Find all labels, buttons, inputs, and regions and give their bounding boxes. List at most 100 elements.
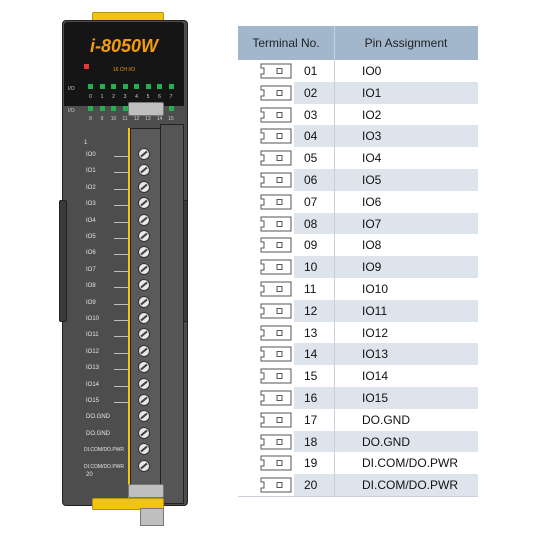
led-channel-number: 2 [112, 94, 115, 100]
channel-led-top [122, 84, 128, 89]
terminal-number: 07 [304, 194, 318, 209]
led-channel-number: 9 [100, 116, 104, 122]
terminal-cell: 01 [238, 60, 334, 82]
channel-led-bottom [168, 106, 174, 111]
led-channel-number: 5 [146, 94, 150, 100]
pin-cell: IO7 [334, 212, 478, 235]
terminal-connector-icon [260, 434, 292, 450]
led-channel-number: 6 [158, 94, 161, 100]
terminal-screw[interactable] [138, 328, 150, 341]
terminal-connector-icon [260, 390, 292, 406]
terminal-number: 10 [304, 260, 318, 275]
pin-label-tick [114, 402, 128, 403]
terminal-number: 19 [304, 456, 318, 471]
pin-label-tick [114, 320, 128, 321]
device-pin-label: IO12 [86, 348, 100, 355]
terminal-screw[interactable] [138, 426, 150, 439]
terminal-screw[interactable] [138, 295, 150, 308]
terminal-cell: 14 [238, 343, 334, 366]
table-row: 03 IO2 [238, 103, 478, 126]
led-channel-number: 7 [169, 94, 173, 100]
terminal-screw[interactable] [138, 394, 150, 406]
terminal-connector-icon [260, 150, 292, 166]
terminal-number: 06 [304, 173, 318, 187]
model-name: i-8050W [89, 36, 159, 56]
terminal-screw[interactable] [138, 377, 150, 390]
led-channel-number: 10 [110, 116, 117, 122]
pin-cell: DI.COM/DO.PWR [334, 452, 478, 475]
terminal-screw[interactable] [138, 361, 150, 374]
terminal-screw[interactable] [138, 262, 150, 275]
pin-cell: IO12 [334, 321, 478, 344]
table-row: 14 IO13 [238, 343, 478, 366]
pin-assignment: IO4 [362, 151, 382, 166]
terminal-cell: 09 [238, 234, 334, 257]
terminal-connector-icon [260, 237, 292, 253]
led-channel-number: 0 [89, 94, 92, 100]
pin-label-tick [114, 172, 128, 174]
pin-assignment: IO11 [362, 303, 388, 318]
bottom-terminal-latch [128, 484, 164, 498]
table-row: 19 DI.COM/DO.PWR [238, 452, 478, 475]
device-pin-label: IO5 [86, 234, 96, 240]
pin-assignment: DI.COM/DO.PWR [362, 456, 458, 471]
terminal-screw[interactable] [138, 246, 150, 259]
pin-assignment: IO2 [362, 107, 382, 122]
terminal-cell: 08 [238, 212, 334, 235]
pin-assignment: IO13 [362, 347, 389, 362]
table-row: 09 IO8 [238, 234, 478, 257]
terminal-screw[interactable] [138, 197, 150, 210]
pin-cell: IO2 [334, 103, 478, 126]
terminal-screw[interactable] [138, 312, 150, 324]
device-pin-label: IO7 [86, 266, 96, 273]
terminal-screw[interactable] [138, 180, 150, 193]
pin-cell: IO11 [334, 299, 478, 322]
terminal-connector-icon [260, 412, 292, 428]
terminal-number: 05 [304, 151, 318, 166]
last-pin-marker: 20 [86, 471, 93, 478]
pin-label-tick [114, 385, 128, 387]
terminal-screw[interactable] [138, 230, 150, 242]
terminal-number: 02 [304, 85, 318, 100]
led-channel-number: 4 [135, 94, 138, 100]
terminal-screw[interactable] [138, 344, 150, 357]
device-pin-label: IO2 [86, 184, 96, 191]
pin-assignment: IO15 [362, 391, 389, 405]
terminal-cell: 11 [238, 278, 334, 300]
terminal-connector-icon [260, 172, 292, 188]
terminal-screw[interactable] [138, 164, 150, 177]
pin-label-tick [114, 188, 128, 190]
row-divider [238, 496, 478, 497]
pin-cell: IO6 [334, 190, 478, 213]
terminal-number: 03 [304, 107, 318, 122]
channel-led-top [111, 84, 116, 89]
pin-assignment: IO7 [362, 216, 382, 231]
channel-subtitle: 16 CH I/O [112, 67, 136, 73]
terminal-number: 11 [304, 282, 317, 296]
pin-assignment: IO8 [362, 238, 382, 253]
terminal-cell: 03 [238, 103, 334, 126]
led-channel-number: 13 [145, 116, 151, 122]
terminal-cell: 06 [238, 169, 334, 191]
terminal-number: 09 [304, 238, 318, 253]
left-side-groove [59, 200, 67, 322]
led-channel-number: 3 [123, 94, 127, 100]
terminal-number: 04 [304, 129, 318, 144]
terminal-connector-icon [260, 194, 292, 210]
terminal-screw[interactable] [138, 459, 150, 472]
pin-cell: DO.GND [334, 430, 478, 453]
terminal-screw[interactable] [138, 213, 150, 226]
device-pin-label: IO10 [86, 316, 100, 322]
terminal-cell: 02 [238, 81, 334, 104]
terminal-number: 16 [304, 391, 318, 405]
terminal-screw[interactable] [138, 410, 150, 423]
device-pin-label: IO6 [86, 250, 96, 257]
terminal-screw[interactable] [138, 148, 150, 160]
terminal-cell: 20 [238, 474, 334, 496]
terminal-screw[interactable] [138, 443, 150, 456]
terminal-screw[interactable] [138, 279, 150, 292]
